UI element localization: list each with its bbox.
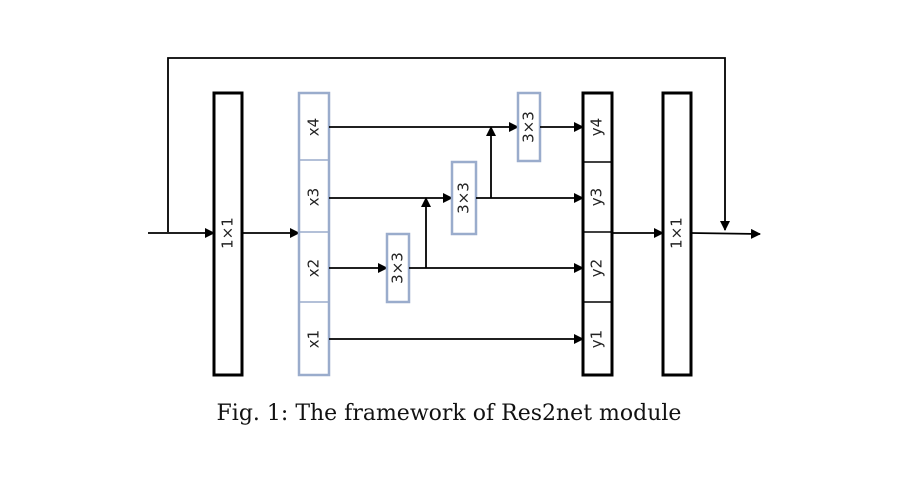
- split-block: [297, 91, 331, 377]
- conv-3x3-2-label: 3×3: [389, 252, 407, 284]
- conv-1x1-output: [661, 91, 693, 377]
- split-label-x3: x3: [305, 188, 323, 206]
- concat-block: [581, 91, 614, 377]
- conv-1x1-input: [212, 91, 244, 377]
- skip-connection: [167, 57, 730, 232]
- res2net-diagram: 1×1 x4 x3 x2 x1 3×3 3×3 3×3 y4 y3 y2 y1 …: [148, 57, 761, 377]
- figure-caption: Fig. 1: The framework of Res2net module: [216, 401, 682, 426]
- split-label-x2: x2: [305, 259, 323, 277]
- conv-3x3-4-label: 3×3: [520, 111, 538, 143]
- output-arrow: [690, 228, 761, 239]
- conv-3x3-3-label: 3×3: [455, 182, 473, 214]
- conv-1x1-output-label: 1×1: [668, 217, 686, 249]
- split-label-x4: x4: [305, 118, 323, 136]
- split-label-x1: x1: [305, 330, 323, 348]
- conv-1x1-input-label: 1×1: [219, 217, 237, 249]
- output-label-y3: y3: [588, 188, 606, 206]
- output-label-y2: y2: [588, 259, 606, 277]
- output-label-y1: y1: [588, 330, 606, 348]
- output-label-y4: y4: [588, 118, 606, 136]
